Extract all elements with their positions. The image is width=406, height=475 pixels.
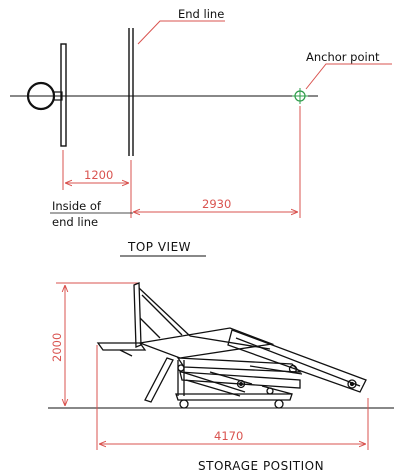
dim-1200-label: 1200 (84, 168, 113, 182)
storage-view-title: STORAGE POSITION (198, 459, 324, 473)
folded-basket-unit (96, 282, 367, 409)
anchor-point-icon (292, 88, 308, 104)
top-view-title: TOP VIEW (127, 240, 191, 254)
middle-arm (176, 357, 302, 373)
dim-4170-label: 4170 (214, 429, 243, 443)
end-line-label: End line (178, 7, 224, 21)
hoop-bracket (53, 91, 63, 101)
inside-label-line2: end line (52, 215, 98, 229)
stabilizer-leg (144, 357, 174, 403)
base-carriage (175, 393, 293, 401)
storage-view: 2000 4170 (48, 282, 394, 473)
rim-platform (96, 342, 147, 351)
folded-arm (227, 329, 367, 393)
main-boom (137, 327, 275, 359)
backboard-top (60, 43, 67, 147)
inside-label-line1: Inside of (52, 199, 102, 213)
wheel-right (274, 399, 284, 409)
dim-2930-label: 2930 (202, 197, 231, 211)
end-line-leader (137, 20, 225, 45)
anchor-leader (305, 63, 392, 90)
wheel-left (179, 399, 189, 409)
top-view: End line Anchor point 1200 2930 Inside o… (10, 7, 392, 257)
anchor-point-label: Anchor point (306, 50, 380, 64)
dim-2000-label: 2000 (50, 333, 64, 362)
backboard-side (133, 282, 142, 348)
